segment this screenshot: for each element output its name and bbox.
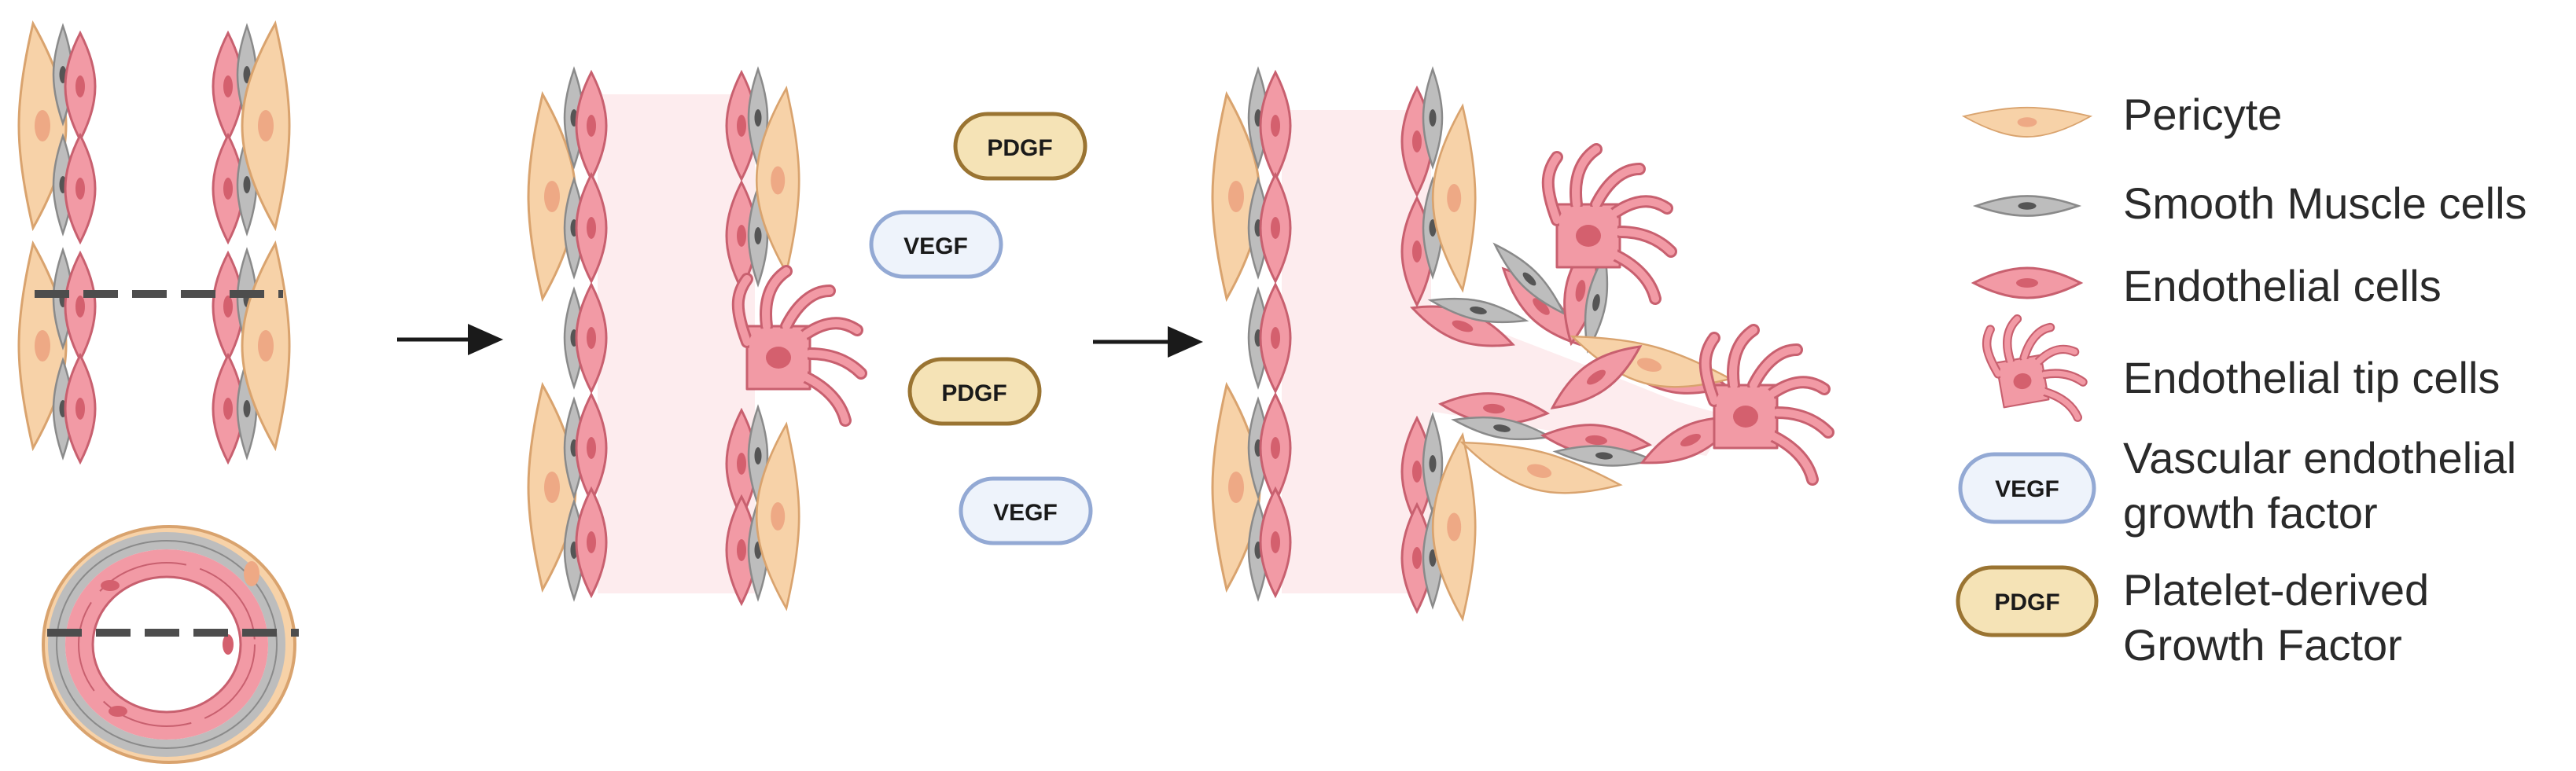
growth-factors: PDGF VEGF PDGF VEGF — [869, 112, 1093, 545]
legend-vegf: VEGF Vascular endothelial growth factor — [1958, 433, 2516, 538]
legend-tip-cells: Endothelial tip cells — [1983, 310, 2500, 431]
svg-text:Vascular endothelial: Vascular endothelial — [2123, 433, 2516, 483]
vegf-pill-1: VEGF — [869, 210, 1003, 279]
legend-smooth-muscle: Smooth Muscle cells — [1976, 178, 2527, 228]
svg-text:Pericyte: Pericyte — [2123, 90, 2282, 139]
panel-sprout-initiation — [527, 68, 861, 610]
svg-text:Endothelial cells: Endothelial cells — [2123, 261, 2442, 310]
svg-text:Growth Factor: Growth Factor — [2123, 620, 2402, 670]
svg-text:PDGF: PDGF — [1994, 589, 2059, 615]
svg-text:Platelet-derived: Platelet-derived — [2123, 565, 2429, 615]
legend-pericyte: Pericyte — [1963, 90, 2282, 139]
vegf-pill-2: VEGF — [959, 476, 1093, 545]
legend-pdgf: PDGF Platelet-derived Growth Factor — [1956, 565, 2429, 670]
panel-cross-section — [42, 525, 299, 764]
panel-vessel-wall — [17, 22, 291, 464]
svg-text:VEGF: VEGF — [1995, 476, 2059, 502]
svg-text:PDGF: PDGF — [987, 135, 1052, 161]
pdgf-pill-1: PDGF — [953, 112, 1087, 181]
legend-endothelial: Endothelial cells — [1974, 261, 2442, 310]
arrow-1 — [397, 324, 503, 355]
arrow-2 — [1093, 326, 1203, 358]
legend: Pericyte Smooth Muscle cells Endothelial… — [1956, 90, 2527, 670]
svg-text:VEGF: VEGF — [903, 233, 968, 259]
svg-text:PDGF: PDGF — [941, 380, 1006, 406]
svg-text:Smooth Muscle cells: Smooth Muscle cells — [2123, 178, 2527, 228]
svg-text:Endothelial tip cells: Endothelial tip cells — [2123, 353, 2500, 402]
svg-text:growth factor: growth factor — [2123, 488, 2378, 538]
svg-text:VEGF: VEGF — [993, 500, 1058, 526]
pdgf-pill-2: PDGF — [907, 357, 1042, 426]
panel-sprout-elongation — [1211, 68, 1828, 620]
